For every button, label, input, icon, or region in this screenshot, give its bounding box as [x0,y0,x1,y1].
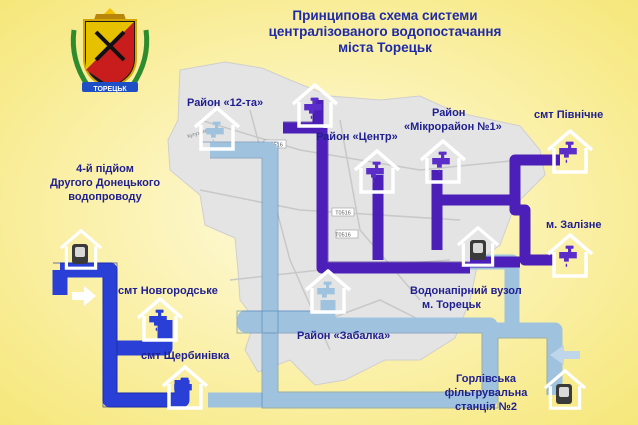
station-inflow-arrow-icon [550,345,580,365]
label-lift-2: Другого Донецького [49,177,161,189]
light-blue-pipe-outline [202,141,548,409]
house-lift-4-icon [59,229,103,270]
label-microdistrict-1: Район [432,107,466,119]
label-station-3: станція №2 [455,401,517,413]
inflow-arrow-icon [72,286,96,306]
label-water-node-2: м. Торецьк [422,299,481,311]
label-lift-3: водопроводу [68,191,142,203]
emblem-caption: ТОРЕЦЬК [93,86,127,93]
road-label-2: Т0516 [335,233,351,239]
title-line-1: Принципова схема системи [292,8,478,23]
label-shcherbynivka: смт Щербинівка [141,350,230,362]
label-water-node-1: Водонапірний вузол [410,285,522,297]
purple-pipes [283,100,560,274]
label-lift-1: 4-й підйом [76,163,134,175]
label-zalizne: м. Залізне [546,219,602,231]
label-pivnichne: смт Північне [534,109,604,121]
label-station-2: фільтрувальна [444,387,528,399]
road-label-3: Т0516 [335,211,351,217]
label-microdistrict-2: «Мікрорайон №1» [404,121,502,133]
diagram-title: Принципова схема системи централізованог… [250,8,520,56]
house-filtration-station-icon [543,369,587,410]
title-line-2: централізованого водопостачання [268,24,502,39]
label-district-center: Район «Центр» [316,131,398,143]
label-district-12: Район «12-та» [187,97,264,109]
house-water-node-icon [456,226,500,267]
label-zabalka: Район «Забалка» [297,330,391,342]
city-coat-of-arms-icon [70,8,150,92]
label-station-1: Горлівська [456,373,516,385]
label-novhorodske: смт Новгородське [118,285,218,297]
title-line-3: міста Торецьк [338,40,432,55]
